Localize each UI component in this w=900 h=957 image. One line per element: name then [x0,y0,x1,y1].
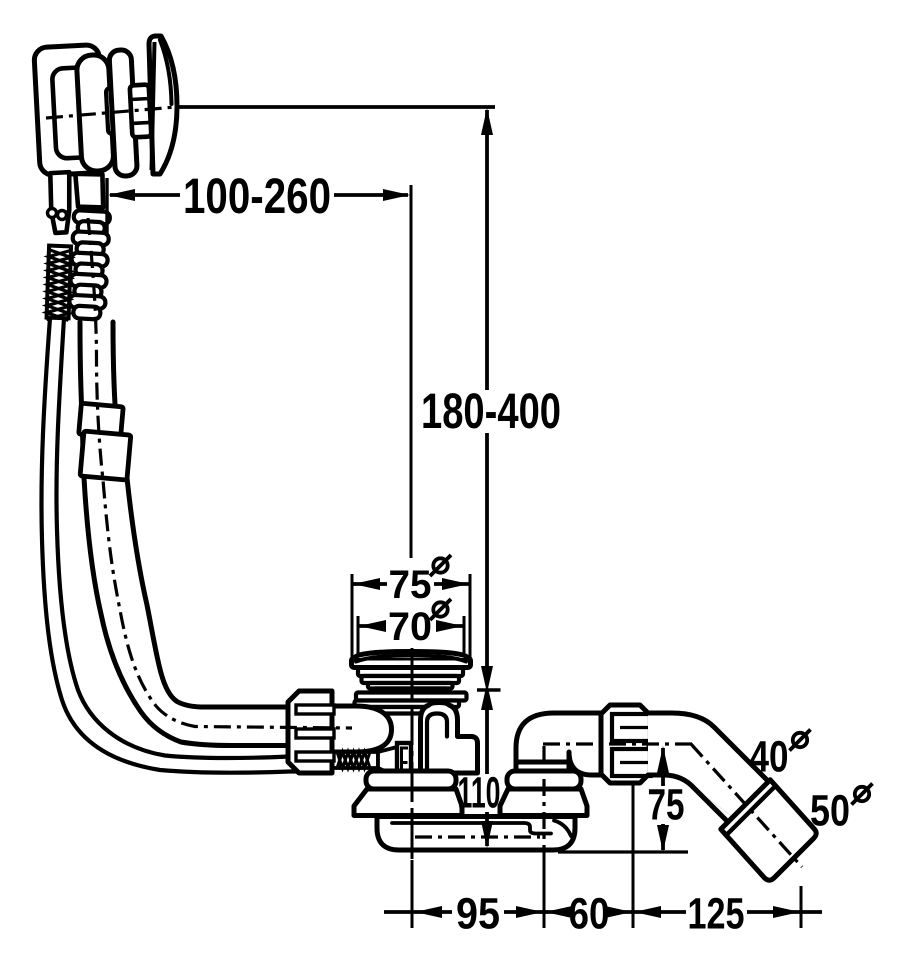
part-outline [77,319,297,748]
dim-label-dim_125: 125 [688,890,745,939]
sheath-cross-hatch [41,248,76,322]
centre-axes [45,105,804,869]
dim-arrow [436,620,463,632]
diameter-circle [431,600,450,619]
hose-collar-lower [77,428,134,483]
sheath-cross-hatch [41,248,76,322]
diameter-circle [852,784,872,804]
dim-label-seat_diameter: 70 [388,605,432,649]
dim-arrow [481,821,493,848]
diameter-slash [850,782,874,806]
tee-dome-inner [424,711,450,776]
tee-dome [418,700,480,776]
odour-trap [351,768,578,853]
dim-arrow [657,825,669,852]
dimension-lines [105,95,874,928]
dim-label-dim_60: 60 [569,890,610,939]
hose-neck [73,171,106,210]
dim-label-span_vertical: 180-400 [421,383,561,439]
diameter-symbol-50 [850,782,874,806]
elbow-spigot-end [552,818,573,838]
dim-arrow [359,620,386,632]
cable-fitting-screw [45,206,59,220]
dim-arrow [481,666,493,693]
part-detail-line [130,96,150,102]
cable-outer [39,315,334,775]
sheath-cross-hatch [335,747,372,773]
diameter-symbol-75 [428,553,453,578]
dimension-labels: 100-260 180-400 75 70 110 75 95 60 125 4… [183,168,850,939]
left-union-nut [285,688,336,776]
nut-groove [294,703,336,716]
component-outlines [31,33,819,883]
dim-label-dim_95: 95 [456,890,500,939]
trap-inner-line [390,821,553,836]
dim-label-span_horizontal: 100-260 [183,168,331,224]
dim-label-depth: 110 [458,769,501,818]
dim-label-outlet_height: 75 [648,781,685,830]
dim-arrow [545,906,572,918]
part-detail-line [131,120,151,126]
dim-arrow [605,906,632,918]
knob-lens-rim [149,41,157,171]
dim-arrow [383,189,410,201]
cable-sheath-upper [41,243,76,322]
cable-cone [47,169,72,236]
nut-groove [294,750,336,763]
overflow-axis [45,105,177,120]
diameter-slash [428,597,453,622]
diameter-circle [790,730,810,750]
diameter-symbol-70 [428,597,453,622]
dim-arrow [415,906,442,918]
overflow-fitting [31,33,180,236]
diameter-slash [428,553,453,578]
hose-axis [86,217,353,730]
dim-label-socket_diameter: 50 [810,787,850,836]
dim-label-plug_diameter: 75 [389,563,432,607]
part-outline [110,319,297,710]
drain-skirt [351,786,465,818]
diameter-circle [431,556,450,575]
outlet-pipe-upper-edge [645,710,772,785]
sheath-cross-hatch [335,747,372,773]
cable-fitting-screw [55,208,69,222]
dim-arrow [516,906,543,918]
diameter-slash [788,728,812,752]
right-union-nut [598,702,653,786]
dim-arrow [634,906,661,918]
dim-arrow [108,189,135,201]
dim-arrow [353,578,380,590]
dim-arrow [773,906,800,918]
cable-inner [54,315,334,761]
dim-label-pipe_diameter: 40 [750,733,789,782]
diameter-symbol-40 [788,728,812,752]
dim-arrow [442,578,469,590]
outlet-diagonal-axis [689,742,804,869]
knob-lens-inner [158,38,174,106]
dim-arrow [481,108,493,135]
nut-groove [294,727,336,740]
dim-arrow [657,746,669,773]
